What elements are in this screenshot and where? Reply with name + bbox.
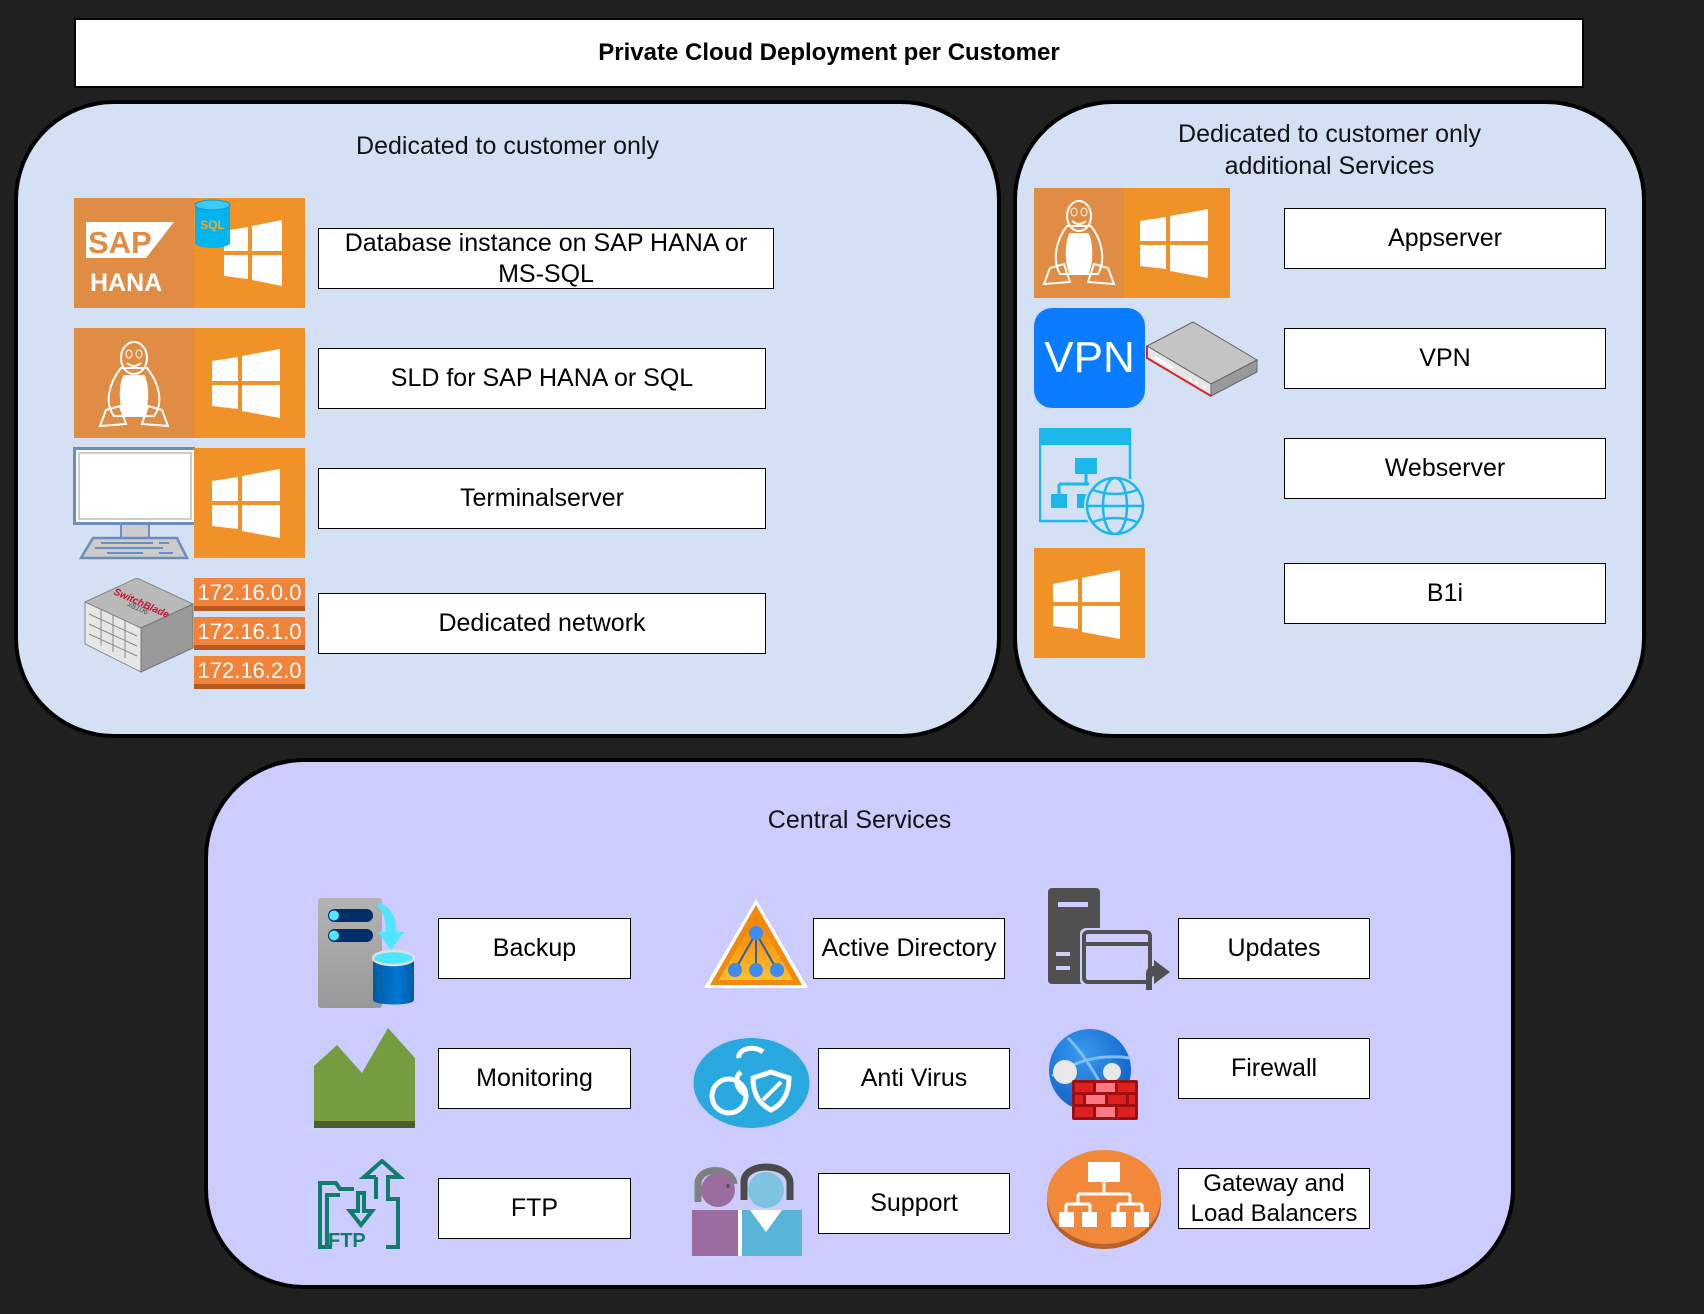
service-box-terminalserver[interactable]: Terminalserver [318,468,766,529]
service-box-ftp[interactable]: FTP [438,1178,631,1239]
sql-database-icon: SQL [194,199,232,249]
central-panel-title: Central Services [767,806,952,834]
service-box-gateway-load-balancers[interactable]: Gateway and Load Balancers [1178,1168,1370,1229]
updates-icon [1048,888,1172,990]
service-box-sld[interactable]: SLD for SAP HANA or SQL [318,348,766,409]
router-icon [1145,318,1259,398]
web-server-icon [1038,427,1149,540]
firewall-icon [1048,1028,1140,1120]
service-box-firewall[interactable]: Firewall [1178,1038,1370,1099]
windows-icon [1124,188,1230,298]
windows-icon [194,448,305,558]
switch-icon: SwitchBlade x8106 [83,577,195,673]
linux-icon [74,328,194,438]
gateway-label-line1: Gateway and [1203,1169,1345,1197]
windows-icon [1034,548,1145,658]
hana-text: HANA [90,269,162,297]
service-box-appserver[interactable]: Appserver [1284,208,1606,269]
sap-text: SAP [88,225,152,260]
gateway-label-line2: Load Balancers [1190,1199,1358,1227]
service-box-backup[interactable]: Backup [438,918,631,979]
service-box-b1i[interactable]: B1i [1284,563,1606,624]
backup-icon [318,898,416,1008]
service-box-support[interactable]: Support [818,1173,1010,1234]
active-directory-icon [702,898,810,990]
dedicated-panel-title: Dedicated to customer only [356,132,659,160]
desktop-computer-icon [73,447,197,560]
windows-icon [194,328,305,438]
ftp-icon: FTP [318,1158,406,1252]
service-box-active-directory[interactable]: Active Directory [813,918,1005,979]
diagram-title: Private Cloud Deployment per Customer [74,18,1584,88]
service-box-anti-virus[interactable]: Anti Virus [818,1048,1010,1109]
vpn-icon: VPN [1034,308,1145,408]
load-balancer-icon [1046,1148,1162,1250]
sap-hana-icon: SAP HANA [74,198,194,308]
subnet-label: 172.16.1.0 [194,617,305,650]
support-icon [692,1158,802,1256]
sql-text: SQL [200,218,225,232]
additional-panel-title-line1: Dedicated to customer only [1178,120,1481,148]
ftp-text: FTP [328,1230,366,1249]
linux-icon [1034,188,1124,298]
subnet-label: 172.16.2.0 [194,656,305,689]
monitoring-icon [314,1028,416,1128]
service-box-vpn[interactable]: VPN [1284,328,1606,389]
antivirus-icon [693,1038,810,1128]
subnet-label: 172.16.0.0 [194,578,305,611]
service-box-monitoring[interactable]: Monitoring [438,1048,631,1109]
service-box-webserver[interactable]: Webserver [1284,438,1606,499]
service-box-dedicated-network[interactable]: Dedicated network [318,593,766,654]
service-box-database[interactable]: Database instance on SAP HANA or MS-SQL [318,228,774,289]
service-box-updates[interactable]: Updates [1178,918,1370,979]
additional-panel-title-line2: additional Services [1224,152,1435,180]
